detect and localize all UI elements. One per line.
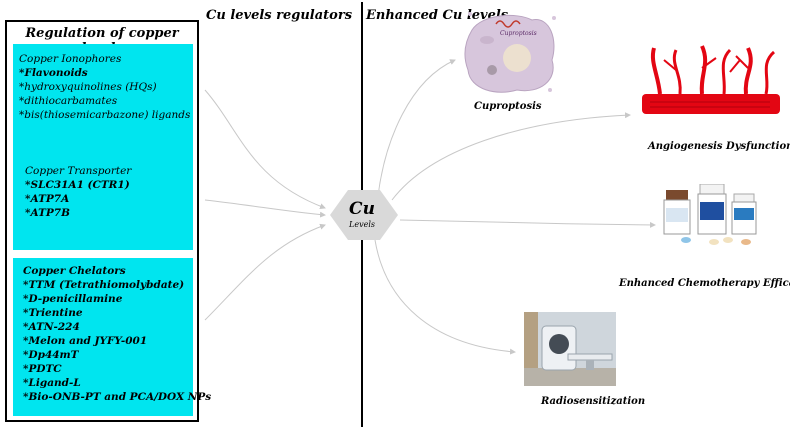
chelator-item: *D-penicillamine	[23, 293, 123, 305]
arrow-cu-to-radiosensitization	[374, 239, 516, 355]
cu-hexagon	[330, 190, 398, 240]
couch-base	[586, 360, 594, 370]
cell-debris	[468, 12, 472, 16]
pill	[681, 237, 691, 243]
ionophore-item: *bis(thiosemicarbazone) ligands	[19, 109, 191, 121]
cuproptosis-label: Cuproptosis	[474, 101, 542, 112]
cuproptosis-tag: Cuproptosis	[500, 30, 537, 37]
arrow-transporter-to-cu	[204, 199, 326, 218]
chelators-title: Copper Chelators	[23, 265, 126, 277]
organelle	[480, 36, 494, 44]
transporter-item: *ATP7A	[25, 193, 70, 205]
dying-cell-illustration	[464, 12, 556, 93]
angiogenesis-label: Angiogenesis Dysfunction	[648, 141, 790, 152]
arrow-cu-to-chemotherapy	[399, 219, 656, 228]
chelator-item: *Bio-ONB-PT and PCA/DOX NPs	[23, 391, 212, 403]
chelator-item: *TTM (Tetrathiomolybdate)	[23, 279, 185, 291]
room-floor	[524, 368, 616, 386]
chelator-item: *Ligand-L	[23, 377, 81, 389]
cell-debris	[552, 16, 556, 20]
copper-ionophores-box: Copper Ionophores *Flavonoids *hydroxyqu…	[13, 44, 193, 160]
vessel-branch	[721, 48, 732, 95]
regulation-panel: Regulation of copper levels Copper Ionop…	[5, 20, 212, 422]
radiotherapy-machine-illustration	[524, 312, 616, 386]
enhanced-header: Enhanced Cu levels	[366, 8, 509, 23]
vessel-branch	[699, 45, 708, 95]
vessel-texture	[650, 101, 770, 108]
wall-panel	[524, 312, 538, 368]
mitochondria	[495, 20, 521, 28]
transporter-title: Copper Transporter	[25, 165, 132, 177]
chelator-item: *ATN-224	[23, 321, 80, 333]
organelle	[487, 65, 497, 75]
ionophore-item: *dithiocarbamates	[19, 95, 118, 107]
arrow-cu-to-cuproptosis	[377, 59, 456, 197]
machine-bore	[549, 334, 569, 354]
cell-nucleus	[503, 44, 531, 72]
regulators-header: Cu levels regulators	[206, 8, 353, 23]
bottle-cap	[733, 193, 755, 203]
copper-transporter-box: Copper Transporter *SLC31A1 (CTR1) *ATP7…	[13, 152, 193, 250]
chelator-item: *Dp44mT	[23, 349, 79, 361]
arrow-cu-to-angiogenesis	[391, 112, 631, 201]
bottle-label	[700, 202, 724, 220]
vessel-branch	[764, 50, 776, 95]
ionophores-title: Copper Ionophores	[19, 53, 122, 65]
cu-symbol: Cu	[349, 199, 375, 219]
pill	[709, 239, 719, 245]
copper-chelators-box: Copper Chelators *TTM (Tetrathiomolybdat…	[13, 258, 212, 416]
transporter-item: *SLC31A1 (CTR1)	[25, 179, 130, 191]
bottle-cap	[666, 190, 688, 200]
transporter-item: *ATP7B	[25, 207, 70, 219]
pill	[723, 237, 733, 243]
patient-couch	[567, 353, 613, 361]
blood-vessel-illustration	[642, 45, 780, 114]
vessel-branch	[672, 49, 682, 95]
chemotherapy-label: Enhanced Chemotherapy Efficacy	[619, 278, 790, 289]
ionophore-item: *Flavonoids	[19, 67, 88, 79]
cu-levels-node: Cu Levels	[330, 200, 394, 229]
vessel-branch	[650, 47, 662, 95]
bottle-label	[666, 208, 688, 222]
vessel-branch	[743, 47, 753, 95]
pill	[741, 239, 751, 245]
medicine-bottles-illustration	[663, 184, 757, 245]
bottle-label	[734, 208, 754, 220]
ionophore-item: *hydroxyquinolines (HQs)	[19, 81, 157, 93]
bottle-cap	[699, 184, 725, 195]
vessel-trunk	[642, 94, 780, 114]
arrow-chelators-to-cu	[204, 223, 326, 321]
arrow-ionophores-to-cu	[204, 89, 326, 210]
radiosensitization-label: Radiosensitization	[541, 396, 646, 407]
cell-debris	[548, 88, 552, 92]
cu-levels-label: Levels	[349, 220, 375, 229]
chelator-item: *Trientine	[23, 307, 83, 319]
vessel-branch	[663, 55, 749, 73]
chelator-item: *PDTC	[23, 363, 62, 375]
chelator-item: *Melon and JYFY-001	[23, 335, 148, 347]
